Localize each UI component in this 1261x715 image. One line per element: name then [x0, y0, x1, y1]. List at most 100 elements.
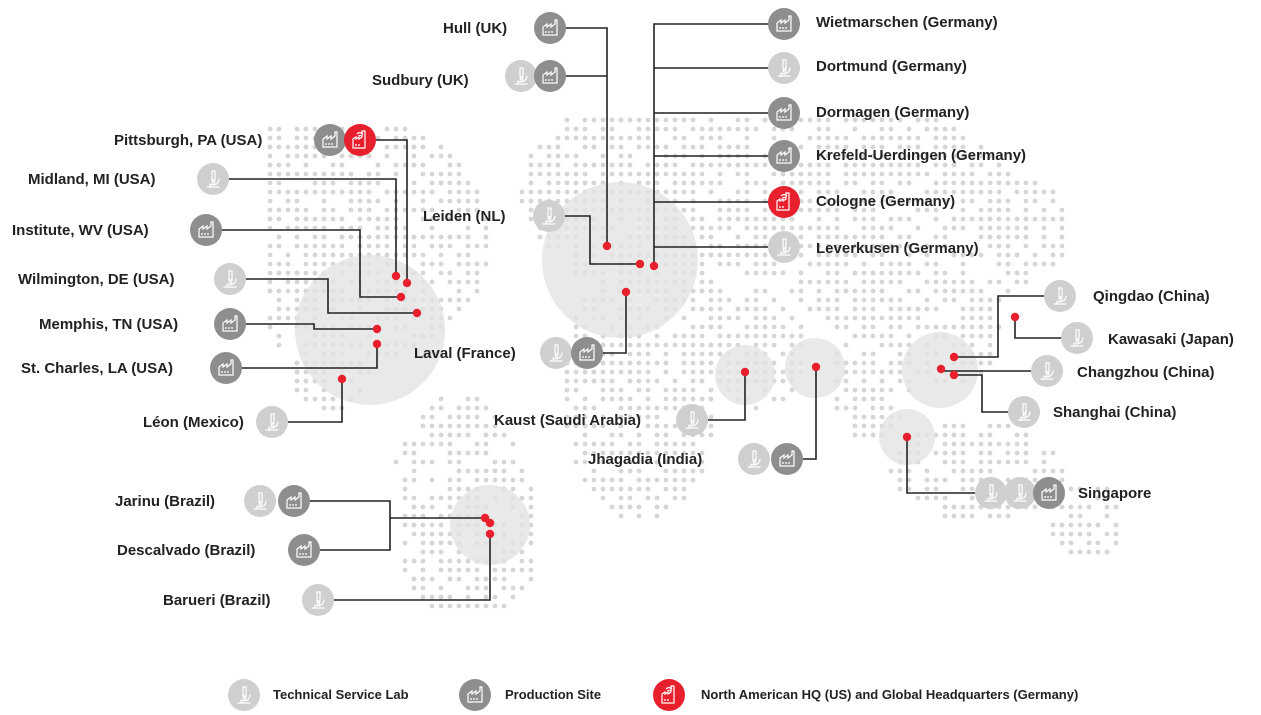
site-icon-descalvado-production [288, 534, 320, 566]
site-icon-wietmarschen-production [768, 8, 800, 40]
site-marker-kaust [740, 367, 750, 377]
site-label-wilmington: Wilmington, DE (USA) [18, 271, 175, 288]
leader-line-qingdao [954, 295, 1044, 358]
leader-line-leon [288, 379, 343, 423]
site-marker-pittsburgh [402, 278, 412, 288]
site-icon-changzhou-lab [1031, 355, 1063, 387]
site-label-leiden: Leiden (NL) [423, 208, 506, 225]
site-label-leverkusen: Leverkusen (Germany) [816, 240, 979, 257]
site-marker-shanghai [949, 370, 959, 380]
site-marker-institute [396, 292, 406, 302]
site-label-shanghai: Shanghai (China) [1053, 404, 1177, 421]
site-icon-midland-lab [197, 163, 229, 195]
leader-line-barueri [334, 534, 491, 601]
site-icon-laval-lab [540, 337, 572, 369]
leader-line-memphis [246, 323, 377, 330]
site-marker-stcharles [372, 339, 382, 349]
leader-line-shanghai [954, 374, 1008, 413]
site-icon-kaust-lab [676, 404, 708, 436]
site-label-institute: Institute, WV (USA) [12, 222, 149, 239]
site-marker-leon [337, 374, 347, 384]
site-icon-pittsburgh-production [314, 124, 346, 156]
site-icon-wilmington-lab [214, 263, 246, 295]
leader-line-kaust [708, 372, 746, 421]
legend-lab-icon [228, 679, 260, 711]
site-label-memphis: Memphis, TN (USA) [39, 316, 179, 333]
site-icon-dormagen-production [768, 97, 800, 129]
leader-line-jarinu [310, 500, 485, 519]
site-label-cologne: Cologne (Germany) [816, 193, 956, 210]
site-markers [337, 241, 1020, 539]
leader-line-laval [603, 292, 627, 354]
site-marker-qingdao [949, 352, 959, 362]
site-label-leon: Léon (Mexico) [143, 414, 244, 431]
site-icon-sudbury-lab [505, 60, 537, 92]
site-icon-pittsburgh-hq [344, 124, 376, 156]
site-marker-descalvado [485, 518, 495, 528]
site-icon-shanghai-lab [1008, 396, 1040, 428]
site-icon-jhagadia-lab [738, 443, 770, 475]
site-label-changzhou: Changzhou (China) [1077, 364, 1215, 381]
leader-line-wilmington [246, 278, 417, 314]
leader-lines [222, 23, 1061, 601]
site-icon-memphis-production [214, 308, 246, 340]
leader-line-institute [222, 229, 401, 298]
site-icon-leiden-lab [533, 200, 565, 232]
site-marker-barueri [485, 529, 495, 539]
leader-line-leiden [565, 215, 640, 265]
leader-line-kawasaki [1014, 317, 1061, 339]
leader-line-pittsburgh [376, 139, 408, 283]
site-label-descalvado: Descalvado (Brazil) [117, 542, 256, 559]
site-label-dormagen: Dormagen (Germany) [816, 104, 970, 121]
legend-production-label: Production Site [505, 687, 602, 702]
site-marker-leiden [635, 259, 645, 269]
site-marker-laval [621, 287, 631, 297]
site-icon-institute-production [190, 214, 222, 246]
site-icon-singapore-lab [1004, 477, 1036, 509]
site-marker-singapore [902, 432, 912, 442]
site-label-qingdao: Qingdao (China) [1093, 288, 1210, 305]
site-label-kaust: Kaust (Saudi Arabia) [494, 412, 641, 429]
site-icon-qingdao-lab [1044, 280, 1076, 312]
site-label-hull: Hull (UK) [443, 20, 508, 37]
site-marker-wilmington [412, 308, 422, 318]
site-icon-leon-lab [256, 406, 288, 438]
leader-line-singapore [906, 437, 975, 494]
site-icon-dortmund-lab [768, 52, 800, 84]
site-label-jhagadia: Jhagadia (India) [588, 451, 703, 468]
site-label-wietmarschen: Wietmarschen (Germany) [816, 14, 998, 31]
legend-lab-label: Technical Service Lab [273, 687, 409, 702]
site-marker-memphis [372, 324, 382, 334]
site-icon-jarinu-lab [244, 485, 276, 517]
site-label-jarinu: Jarinu (Brazil) [115, 493, 216, 510]
site-marker-changzhou [936, 364, 946, 374]
site-icon-sudbury-production [534, 60, 566, 92]
leader-line-midland [229, 178, 397, 276]
site-label-dortmund: Dortmund (Germany) [816, 58, 967, 75]
site-label-laval: Laval (France) [414, 345, 516, 362]
site-icon-jhagadia-production [771, 443, 803, 475]
site-marker-wietmarschen [649, 261, 659, 271]
leader-line-stcharles [242, 344, 378, 369]
leader-line-jhagadia [803, 367, 817, 460]
legend-hq-label: North American HQ (US) and Global Headqu… [701, 687, 1079, 702]
site-icon-laval-production [571, 337, 603, 369]
leader-line-hull [566, 27, 608, 246]
site-label-singapore: Singapore [1078, 485, 1152, 502]
site-marker-jhagadia [811, 362, 821, 372]
site-marker-hull [602, 241, 612, 251]
leader-line-wietmarschen [653, 23, 768, 266]
site-label-pittsburgh: Pittsburgh, PA (USA) [114, 132, 263, 149]
site-icon-singapore-lab [975, 477, 1007, 509]
site-icon-kawasaki-lab [1061, 322, 1093, 354]
legend-hq-icon [653, 679, 685, 711]
site-icon-barueri-lab [302, 584, 334, 616]
site-label-sudbury: Sudbury (UK) [372, 72, 469, 89]
legend-production-icon [459, 679, 491, 711]
site-marker-kawasaki [1010, 312, 1020, 322]
site-label-stcharles: St. Charles, LA (USA) [21, 360, 173, 377]
site-icon-krefeld-production [768, 140, 800, 172]
site-icon-hull-production [534, 12, 566, 44]
